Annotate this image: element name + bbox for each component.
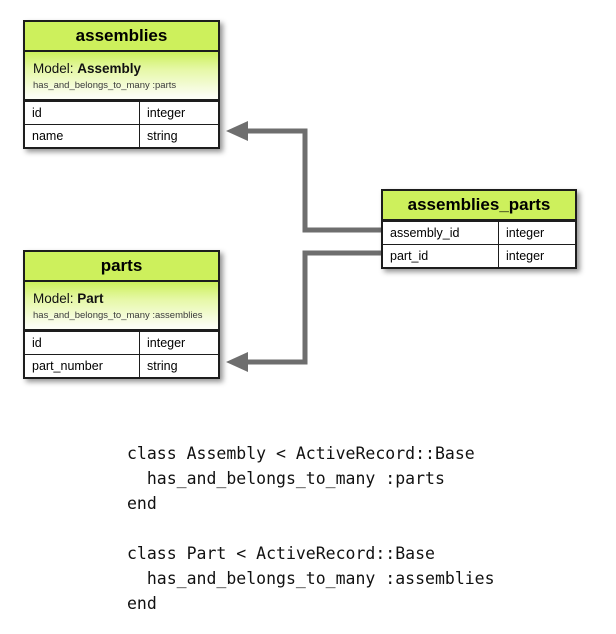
table-row: assembly_id integer	[383, 221, 575, 244]
column-name: assembly_id	[383, 222, 499, 244]
arrowhead-icon	[226, 352, 248, 372]
table-row: id integer	[25, 331, 218, 354]
column-type: integer	[147, 106, 186, 120]
erd-model-label: Model: Assembly	[33, 61, 210, 76]
column-type: integer	[147, 336, 186, 350]
table-row: id integer	[25, 101, 218, 124]
column-name: id	[25, 332, 140, 354]
table-row: name string	[25, 124, 218, 147]
column-type: string	[147, 359, 178, 373]
arrowhead-icon	[226, 121, 248, 141]
table-row: part_number string	[25, 354, 218, 377]
column-name: name	[25, 125, 140, 147]
column-type: integer	[506, 226, 545, 240]
erd-model-section: Model: Part has_and_belongs_to_many :ass…	[25, 282, 218, 331]
table-row: part_id integer	[383, 244, 575, 267]
erd-model-prefix: Model:	[33, 61, 78, 76]
erd-table-assemblies-parts[interactable]: assemblies_parts assembly_id integer par…	[381, 189, 577, 269]
erd-model-prefix: Model:	[33, 291, 78, 306]
column-type: string	[147, 129, 178, 143]
erd-table-title: parts	[25, 252, 218, 282]
ruby-code-snippet: class Assembly < ActiveRecord::Base has_…	[127, 444, 495, 613]
erd-table-assemblies[interactable]: assemblies Model: Assembly has_and_belon…	[23, 20, 220, 149]
erd-model-section: Model: Assembly has_and_belongs_to_many …	[25, 52, 218, 101]
column-name: id	[25, 102, 140, 124]
erd-table-parts[interactable]: parts Model: Part has_and_belongs_to_man…	[23, 250, 220, 379]
erd-model-label: Model: Part	[33, 291, 210, 306]
connector-part-id-to-parts-id	[226, 250, 381, 372]
erd-model-name: Assembly	[77, 61, 142, 76]
column-type: integer	[506, 249, 545, 263]
erd-model-name: Part	[77, 291, 104, 306]
column-name: part_number	[25, 355, 140, 377]
erd-model-association: has_and_belongs_to_many :parts	[33, 80, 177, 91]
column-name: part_id	[383, 245, 499, 267]
erd-table-title: assemblies_parts	[383, 191, 575, 221]
erd-table-title: assemblies	[25, 22, 218, 52]
connector-assembly-id-to-assemblies-id	[226, 121, 381, 233]
erd-model-association: has_and_belongs_to_many :assemblies	[33, 310, 203, 321]
